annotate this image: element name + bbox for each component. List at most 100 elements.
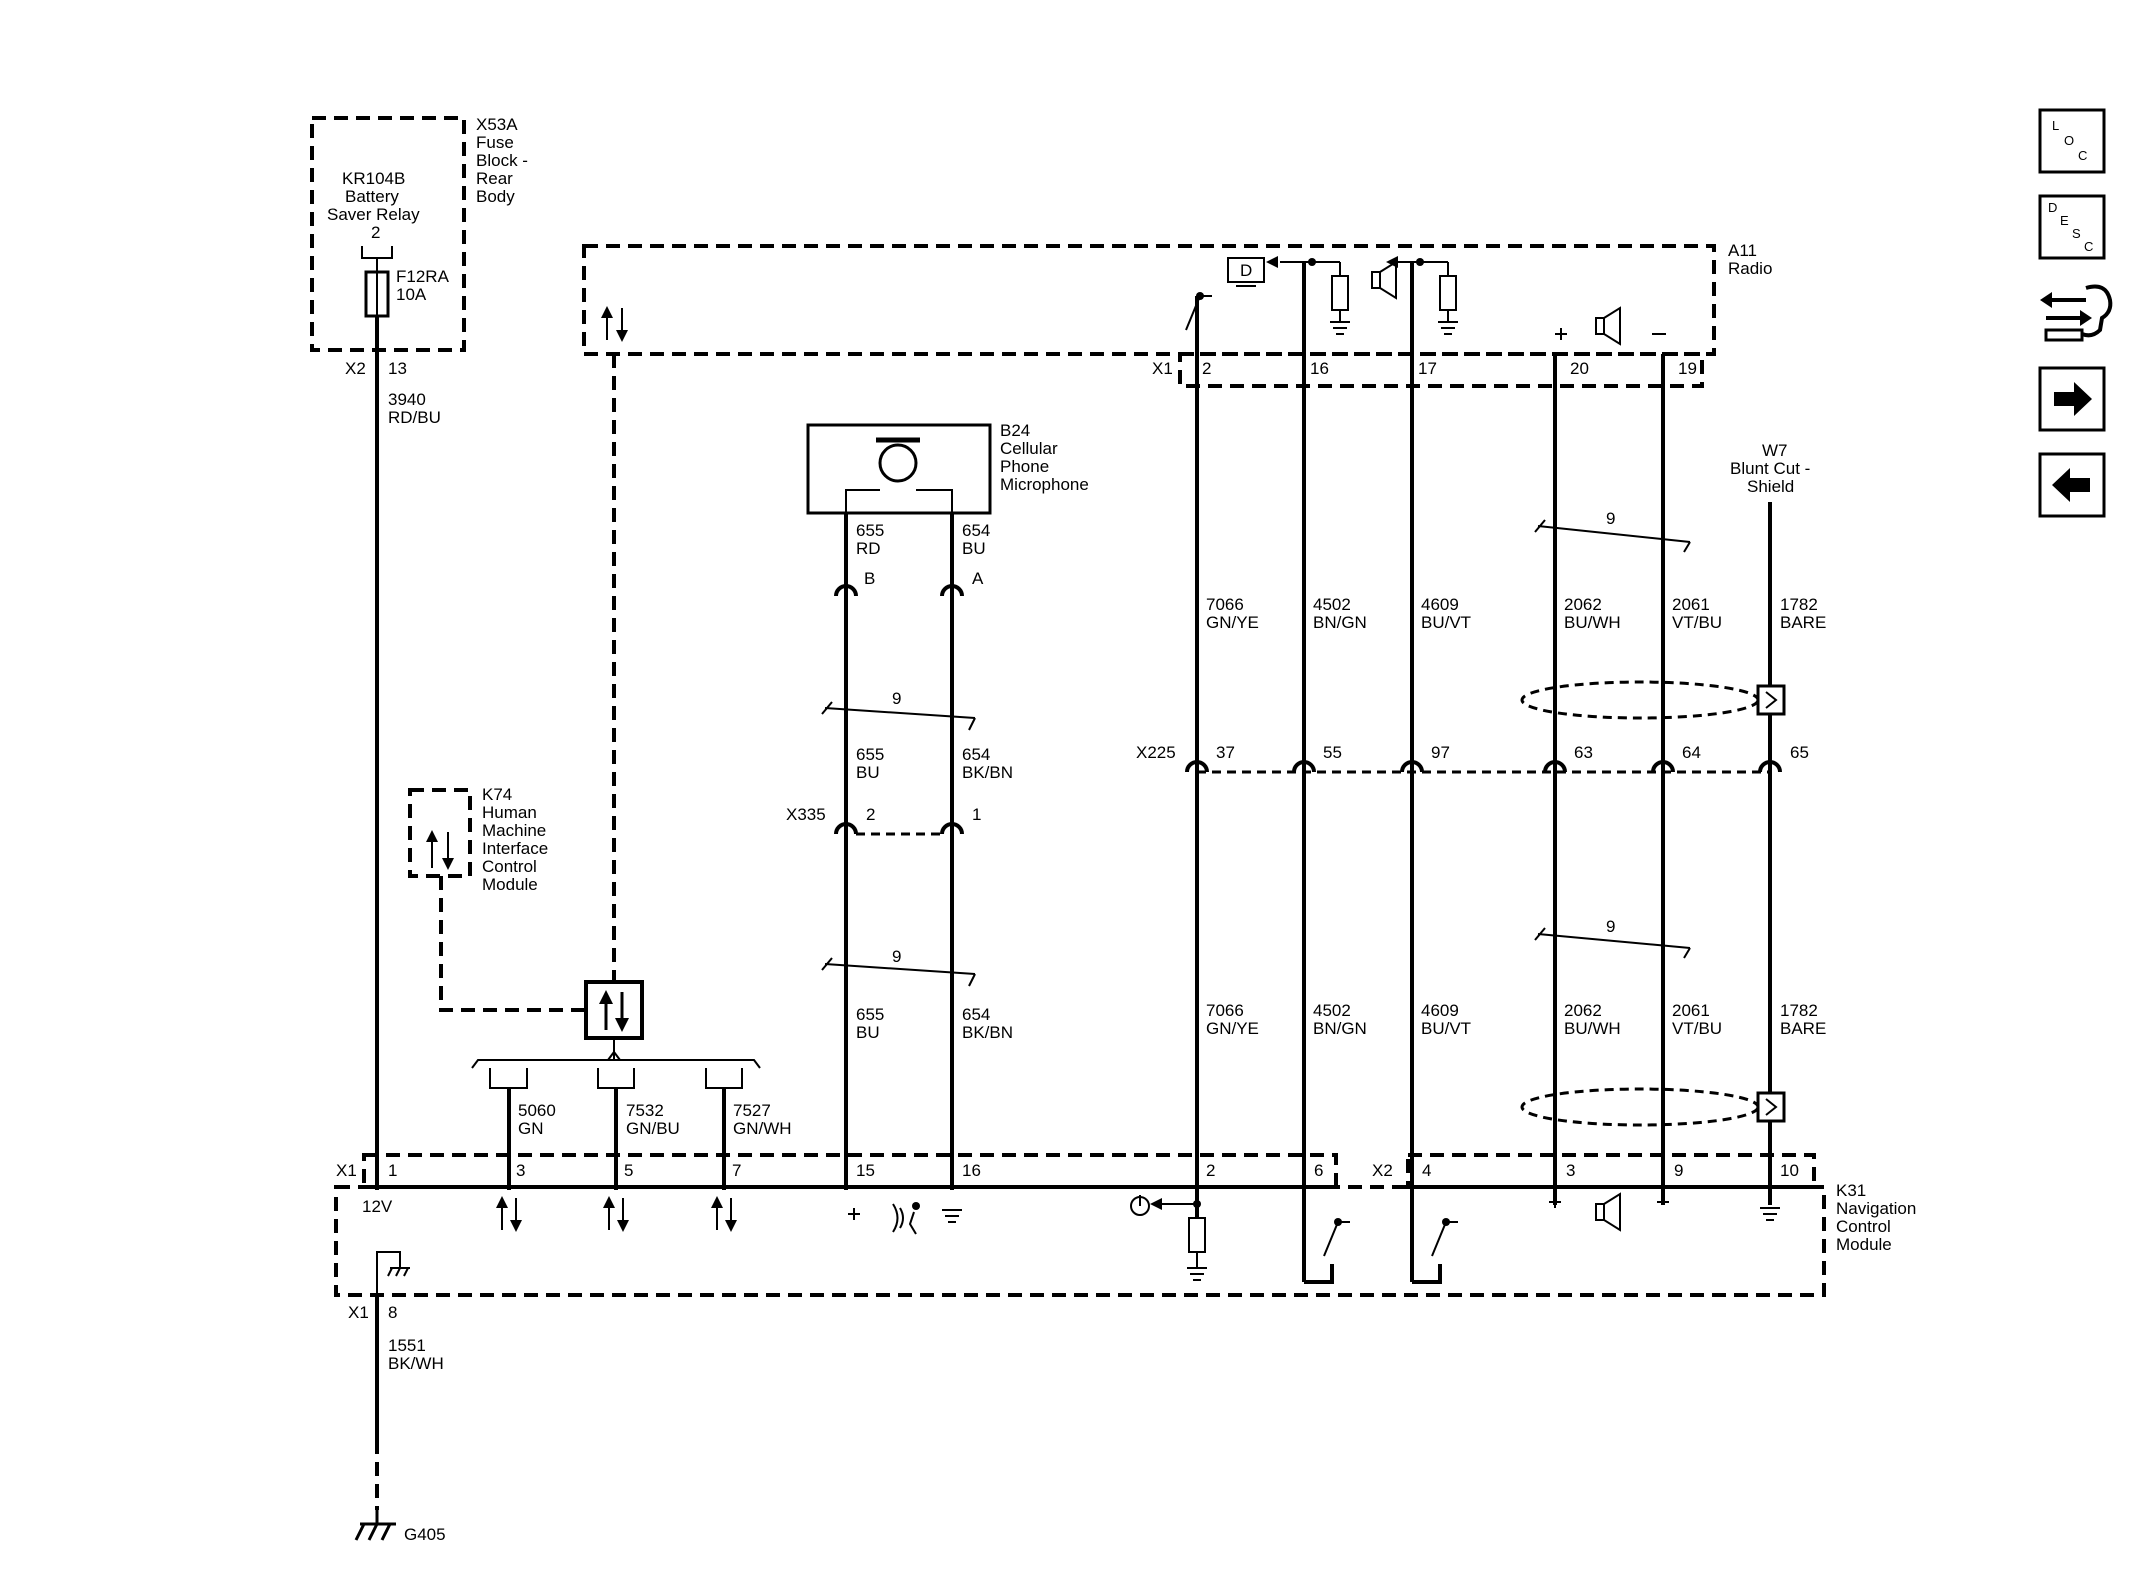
b24-line2: Phone — [1000, 457, 1049, 476]
w655-circuit: 655 — [856, 745, 884, 764]
x225-name: X225 — [1136, 743, 1176, 762]
w4502-color: BN/GN — [1313, 1019, 1367, 1038]
x2-top-pin: 13 — [388, 359, 407, 378]
w1551-circuit: 1551 — [388, 1336, 426, 1355]
f12ra-line2: 10A — [396, 285, 427, 304]
w654-circuit: 654 — [962, 1005, 990, 1024]
k74-line4: Control — [482, 857, 537, 876]
k31-line2: Control — [1836, 1217, 1891, 1236]
pin-label: 55 — [1323, 743, 1342, 762]
w654-circuit: 654 — [962, 521, 990, 540]
speaker-icon — [1595, 306, 1621, 346]
w1551-color: BK/WH — [388, 1354, 444, 1373]
b24-line3: Microphone — [1000, 475, 1089, 494]
f12ra-line1: F12RA — [396, 267, 450, 286]
w7066-circuit: 7066 — [1206, 595, 1244, 614]
w7527-circuit: 7527 — [733, 1101, 771, 1120]
relay-contact-icon — [361, 246, 393, 259]
k74-line1: Human — [482, 803, 537, 822]
w654-color: BK/BN — [962, 763, 1013, 782]
desc-letter-c: C — [2084, 239, 2093, 254]
desc-letter-d: D — [2048, 200, 2057, 215]
w655-color: BU — [856, 763, 880, 782]
pin-label: 1 — [972, 805, 981, 824]
k31-navigation-module — [334, 1185, 1826, 1297]
k74-id: K74 — [482, 785, 512, 804]
kr104b-line1: KR104B — [342, 169, 405, 188]
switch-icon — [1323, 1218, 1350, 1257]
previous-button[interactable] — [2038, 452, 2106, 518]
service-info-button[interactable] — [2040, 284, 2113, 342]
ground-icon — [1187, 1267, 1207, 1281]
x53a-fuse-block: X53A Fuse Block - Rear Body KR104B Batte… — [310, 115, 528, 352]
kr104b-line3: Saver Relay — [327, 205, 420, 224]
w655-color: BU — [856, 1023, 880, 1042]
data-arrows-icons — [496, 1196, 737, 1232]
w1782-color: BARE — [1780, 1019, 1826, 1038]
w2062-circuit: 2062 — [1564, 595, 1602, 614]
resistor-icon — [1188, 1217, 1206, 1253]
shield-drain-icon — [1756, 1091, 1786, 1123]
arrow-left-icon — [1386, 256, 1398, 268]
kr104b-pin: 2 — [371, 223, 380, 242]
resistor-icon — [1439, 275, 1457, 311]
w4609-circuit: 4609 — [1421, 595, 1459, 614]
w1782-circuit: 1782 — [1780, 1001, 1818, 1020]
x53a-line4: Body — [476, 187, 515, 206]
x1-k31-name: X1 — [336, 1161, 357, 1180]
w5060-color: GN — [518, 1119, 544, 1138]
location-button[interactable]: L O C — [2038, 108, 2106, 174]
w2062-color: BU/WH — [1564, 1019, 1621, 1038]
b24-id: B24 — [1000, 421, 1030, 440]
voltage-label: 12V — [362, 1197, 393, 1216]
x1-ground-name: X1 — [348, 1303, 369, 1322]
microphone-icon — [878, 443, 918, 483]
loc-letter-o: O — [2064, 133, 2074, 148]
shield-drain-icon — [1756, 684, 1786, 716]
w4502-color: BN/GN — [1313, 613, 1367, 632]
x225-terminals — [1185, 760, 1782, 773]
pin-label: 17 — [1418, 359, 1437, 378]
pin-label: 7 — [732, 1161, 741, 1180]
x1-a11-name: X1 — [1152, 359, 1173, 378]
k74-line2: Machine — [482, 821, 546, 840]
w7066-color: GN/YE — [1206, 1019, 1259, 1038]
k74-line5: Module — [482, 875, 538, 894]
resistor-icon — [1331, 275, 1349, 311]
pin-label: 2 — [1206, 1161, 1215, 1180]
description-button[interactable]: D E S C — [2038, 194, 2106, 260]
wrench-arrows-icon — [2040, 284, 2113, 342]
plus-icon — [1549, 1196, 1561, 1208]
pin-label: 63 — [1574, 743, 1593, 762]
shield-ellipse — [1520, 1087, 1760, 1127]
g405-id: G405 — [404, 1525, 446, 1544]
pin-label: 1 — [388, 1161, 397, 1180]
w7-line1: Blunt Cut - — [1730, 459, 1810, 478]
w4609-circuit: 4609 — [1421, 1001, 1459, 1020]
pin-label: 5 — [624, 1161, 633, 1180]
w7527-color: GN/WH — [733, 1119, 792, 1138]
w7066-circuit: 7066 — [1206, 1001, 1244, 1020]
pin-label: 37 — [1216, 743, 1235, 762]
w2061-color: VT/BU — [1672, 613, 1722, 632]
next-button[interactable] — [2038, 366, 2106, 432]
pin-label: 9 — [1674, 1161, 1683, 1180]
display-icon: D — [1227, 257, 1265, 287]
power-icon — [1130, 1195, 1150, 1216]
a11-name: Radio — [1728, 259, 1772, 278]
plus-icon — [1555, 328, 1567, 340]
w7532-circuit: 7532 — [626, 1101, 664, 1120]
pin-label: 64 — [1682, 743, 1701, 762]
upper-wire-labels: 7066 GN/YE 4502 BN/GN 4609 BU/VT 2062 BU… — [1206, 595, 1826, 632]
speaker-icon — [1371, 260, 1397, 300]
pin-label: 97 — [1431, 743, 1450, 762]
w1782-color: BARE — [1780, 613, 1826, 632]
w7-line2: Shield — [1747, 477, 1794, 496]
svg-text:D: D — [1240, 261, 1252, 280]
w2061-circuit: 2061 — [1672, 1001, 1710, 1020]
pin-label: 2 — [866, 805, 875, 824]
ground-icon — [942, 1209, 962, 1223]
x53a-id: X53A — [476, 115, 518, 134]
w7066-color: GN/YE — [1206, 613, 1259, 632]
w1782-circuit: 1782 — [1780, 595, 1818, 614]
